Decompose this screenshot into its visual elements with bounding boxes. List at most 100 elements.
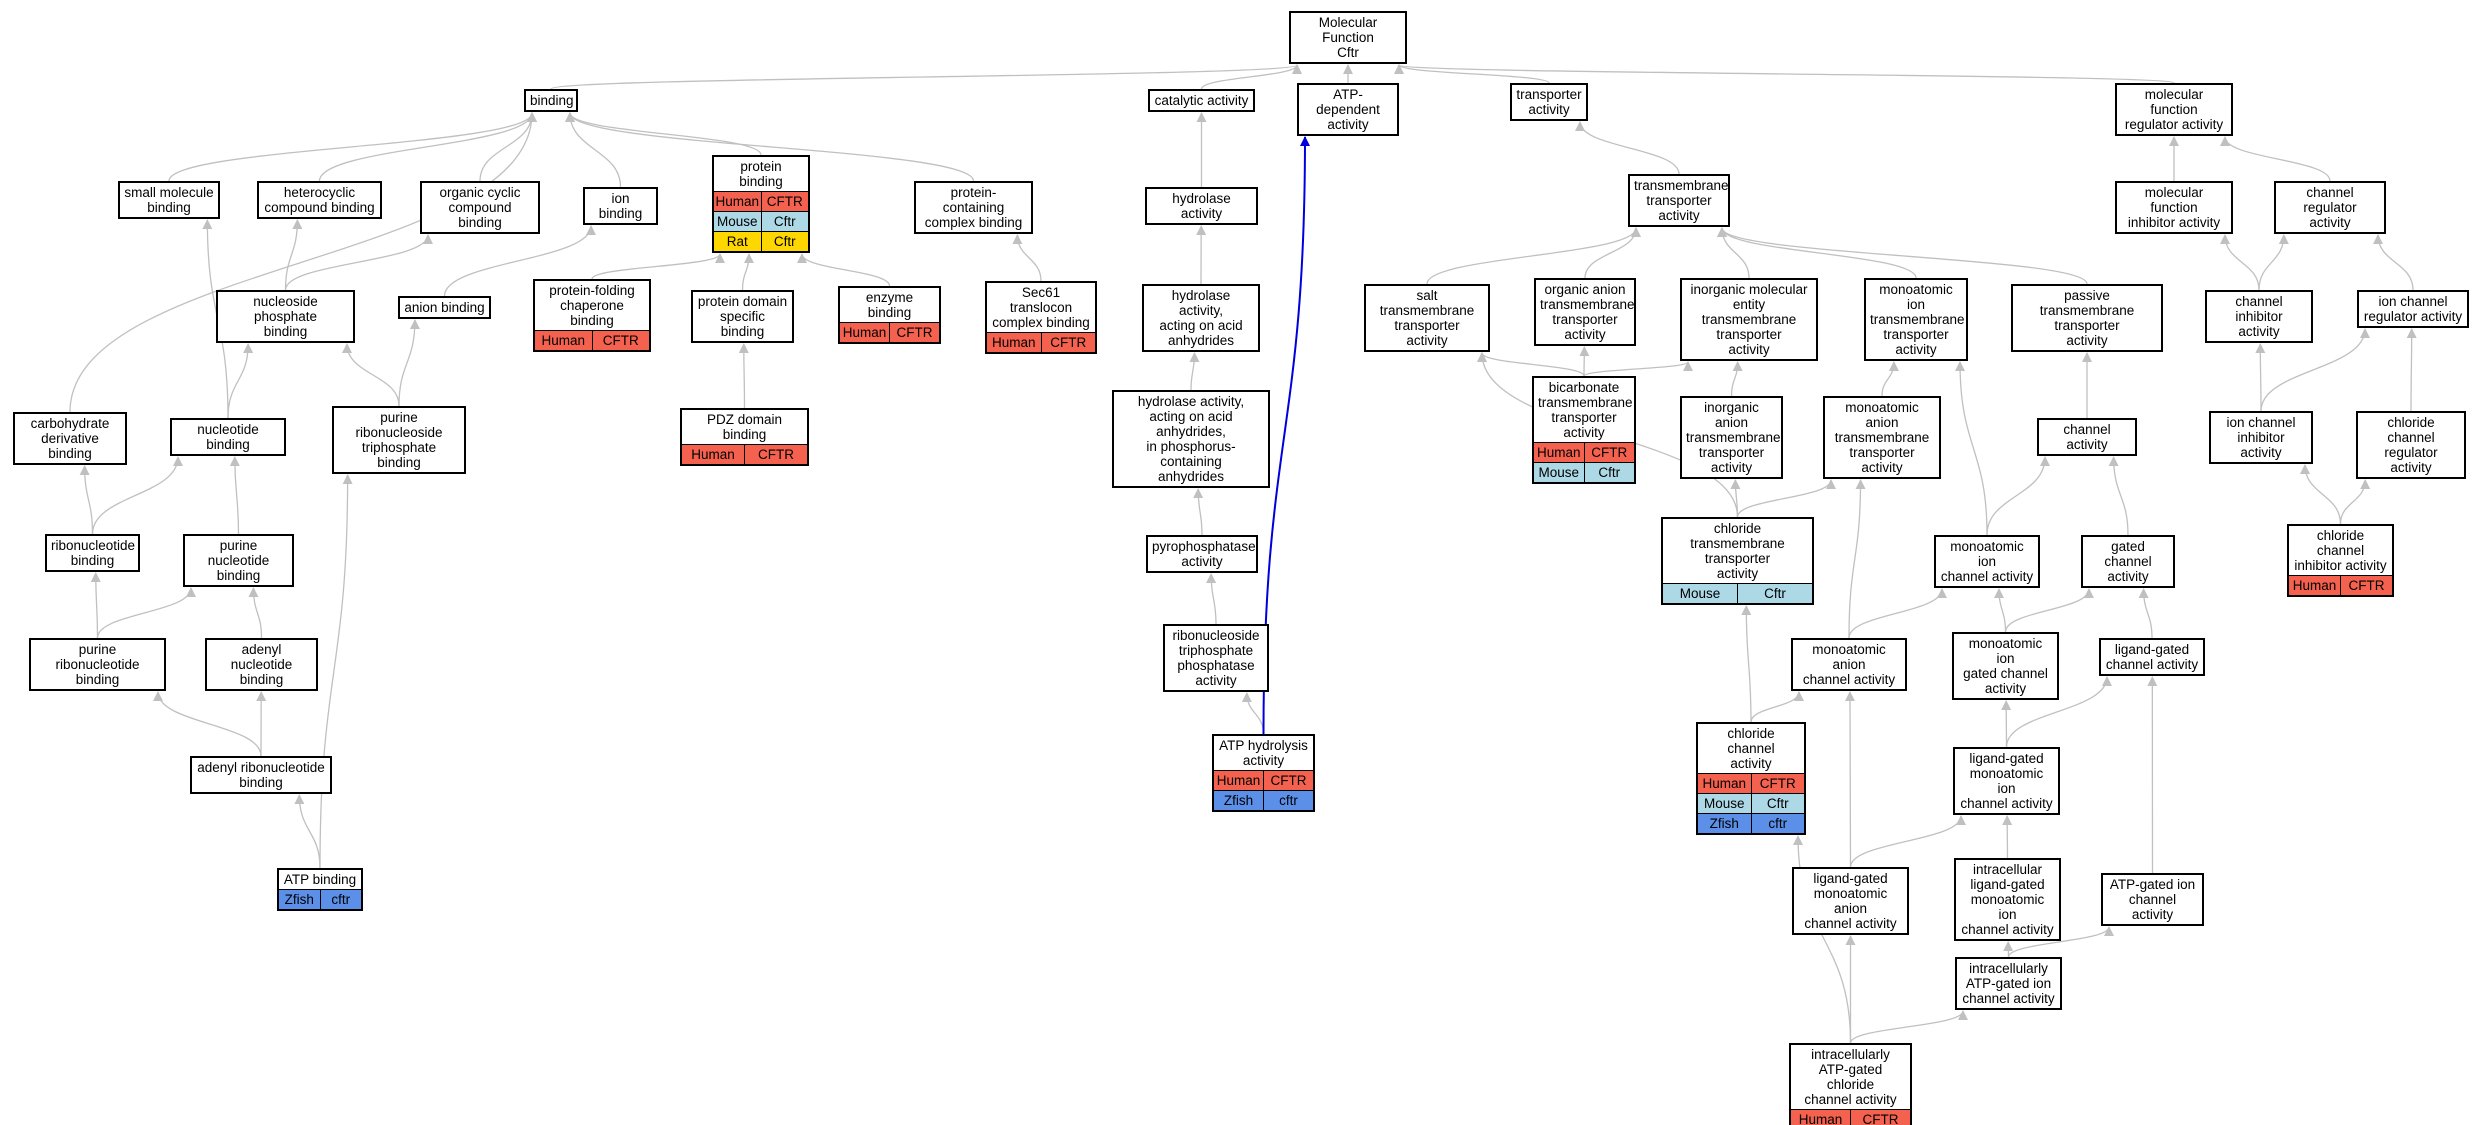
term-node-passive[interactable]: passive transmembrane transporter activi… [2011, 284, 2163, 352]
term-label: purine ribonucleoside triphosphate bindi… [355, 410, 443, 470]
term-node-transporter[interactable]: transporter activity [1510, 83, 1588, 121]
term-node-purribtri[interactable]: purine ribonucleoside triphosphate bindi… [332, 406, 466, 474]
term-node-clchanreg[interactable]: chloride channel regulator activity [2356, 411, 2466, 479]
species-cell: Zfish [1214, 790, 1264, 810]
term-node-mfinhib[interactable]: molecular function inhibitor activity [2115, 181, 2233, 234]
term-node-rntriphos[interactable]: ribonucleoside triphosphate phosphatase … [1163, 624, 1269, 692]
species-cell: Human [1534, 442, 1584, 463]
gene-cell: Cftr [760, 231, 808, 251]
edge-cltm-to-inorganion [1730, 479, 1741, 518]
edge-intraatpcl-to-intraatpion [1849, 1010, 1968, 1044]
term-node-hydrolase[interactable]: hydrolase activity [1145, 187, 1258, 225]
term-node-smallmol[interactable]: small molecule binding [118, 181, 220, 219]
term-node-inorgmol[interactable]: inorganic molecular entity transmembrane… [1680, 278, 1818, 361]
term-node-pyrophos[interactable]: pyrophosphatase activity [1146, 535, 1258, 573]
term-node-gatedchan[interactable]: gated channel activity [2081, 535, 2175, 588]
gene-cell: CFTR [760, 191, 808, 212]
term-label: enzyme binding [865, 290, 914, 320]
term-node-cltm[interactable]: chloride transmembrane transporter activ… [1661, 517, 1814, 605]
term-node-ribonuc[interactable]: ribonucleotide binding [45, 534, 140, 572]
term-node-organion[interactable]: organic anion transmembrane transporter … [1534, 278, 1636, 346]
edge-clchan-to-cltm [1741, 605, 1752, 723]
term-node-monoanionchan[interactable]: monoatomic anion channel activity [1791, 638, 1907, 691]
edge-purnuc-to-nucleotide [229, 456, 240, 535]
term-label: ligand-gated monoatomic anion channel ac… [1804, 871, 1897, 931]
term-node-chaninhib[interactable]: channel inhibitor activity [2205, 290, 2313, 343]
term-node-chanact[interactable]: channel activity [2037, 418, 2137, 456]
gene-cell: cftr [1750, 813, 1804, 833]
term-node-nucleotide[interactable]: nucleotide binding [170, 418, 286, 456]
edge-catalytic-to-mf [1200, 64, 1302, 90]
term-node-ligandgated[interactable]: ligand-gated channel activity [2099, 638, 2205, 676]
term-label: chloride channel activity [1727, 726, 1775, 771]
term-node-chanreg[interactable]: channel regulator activity [2274, 181, 2386, 234]
term-node-atpdep[interactable]: ATP-dependent activity [1297, 83, 1399, 136]
term-node-monoionchan[interactable]: monoatomic ion channel activity [1934, 535, 2040, 588]
term-node-anionbind[interactable]: anion binding [398, 296, 491, 319]
term-node-nucphos[interactable]: nucleoside phosphate binding [216, 290, 355, 343]
term-node-protdomain[interactable]: protein domain specific binding [691, 290, 794, 343]
species-cell: Human [1698, 773, 1751, 794]
term-node-purribbind[interactable]: purine ribonucleotide binding [29, 638, 166, 691]
term-node-heterocyclic[interactable]: heterocyclic compound binding [257, 181, 382, 219]
term-node-carbo[interactable]: carbohydrate derivative binding [13, 412, 127, 465]
term-node-salttm[interactable]: salt transmembrane transporter activity [1364, 284, 1490, 352]
edge-chaninhib-to-chanreg [2258, 234, 2289, 291]
term-node-orgcyclic[interactable]: organic cyclic compound binding [420, 181, 540, 234]
term-node-ionbind[interactable]: ion binding [583, 187, 658, 225]
term-label: Sec61 translocon complex binding [992, 285, 1090, 330]
species-cell: Zfish [1698, 813, 1751, 833]
term-node-liggatedanion[interactable]: ligand-gated monoatomic anion channel ac… [1792, 867, 1909, 935]
term-node-catalytic[interactable]: catalytic activity [1148, 89, 1255, 112]
edge-monoiontm-to-tmtransporter [1717, 227, 1917, 279]
term-node-binding[interactable]: binding [524, 89, 578, 112]
term-node-tmtransporter[interactable]: transmembrane transporter activity [1628, 174, 1730, 227]
term-node-intraatpcl[interactable]: intracellularly ATP-gated chloride chann… [1789, 1043, 1912, 1125]
term-node-monoiongated[interactable]: monoatomic ion gated channel activity [1952, 632, 2059, 700]
term-node-intraligmono[interactable]: intracellular ligand-gated monoatomic io… [1954, 858, 2061, 941]
term-node-protcomplex[interactable]: protein-containing complex binding [914, 181, 1033, 234]
term-node-monoiontm[interactable]: monoatomic ion transmembrane transporter… [1864, 278, 1968, 361]
term-node-purnuc[interactable]: purine nucleotide binding [183, 534, 294, 587]
term-node-hydphos[interactable]: hydrolase activity, acting on acid anhyd… [1112, 390, 1270, 488]
term-node-ionchaninhib[interactable]: ion channel inhibitor activity [2209, 411, 2313, 464]
term-node-adenylribo[interactable]: adenyl ribonucleotide binding [190, 756, 332, 794]
term-label: passive transmembrane transporter activi… [2039, 288, 2135, 348]
gene-cell: Cftr [1750, 793, 1804, 814]
gene-cell: CFTR [1850, 1109, 1910, 1125]
term-node-mfreg[interactable]: molecular function regulator activity [2115, 83, 2233, 136]
term-label: anion binding [404, 300, 485, 315]
edge-protbind-to-binding [565, 112, 762, 156]
term-node-bicarb[interactable]: bicarbonate transmembrane transporter ac… [1532, 376, 1636, 484]
term-node-mf[interactable]: Molecular Function Cftr [1289, 11, 1407, 64]
term-node-inorganion[interactable]: inorganic anion transmembrane transporte… [1680, 396, 1783, 479]
edge-smallmol-to-binding [168, 112, 537, 182]
term-node-hydanhyd[interactable]: hydrolase activity, acting on acid anhyd… [1142, 284, 1260, 352]
edge-nucphos-to-heterocyclic [284, 219, 303, 291]
term-node-monoaniontm[interactable]: monoatomic anion transmembrane transport… [1823, 396, 1941, 479]
term-node-adenylnuc[interactable]: adenyl nucleotide binding [205, 638, 318, 691]
term-node-liggatedmono[interactable]: ligand-gated monoatomic ion channel acti… [1953, 747, 2060, 815]
term-node-atpgatedion[interactable]: ATP-gated ion channel activity [2101, 873, 2204, 926]
edge-inorgmol-to-tmtransporter [1717, 227, 1750, 279]
edge-ionbind-to-binding [565, 112, 622, 188]
term-node-ionchanreg[interactable]: ion channel regulator activity [2357, 290, 2469, 328]
edge-nucleotide-to-nucphos [227, 343, 254, 419]
term-node-intraatpion[interactable]: intracellularly ATP-gated ion channel ac… [1955, 957, 2062, 1010]
term-label: nucleotide binding [197, 422, 259, 452]
gene-cell: Cftr [1583, 462, 1634, 482]
edge-liggatedmono-to-ligandgated [2005, 676, 2112, 748]
edge-binding-to-mf [550, 64, 1302, 90]
edge-atpbind-to-adenylribo [294, 794, 321, 869]
